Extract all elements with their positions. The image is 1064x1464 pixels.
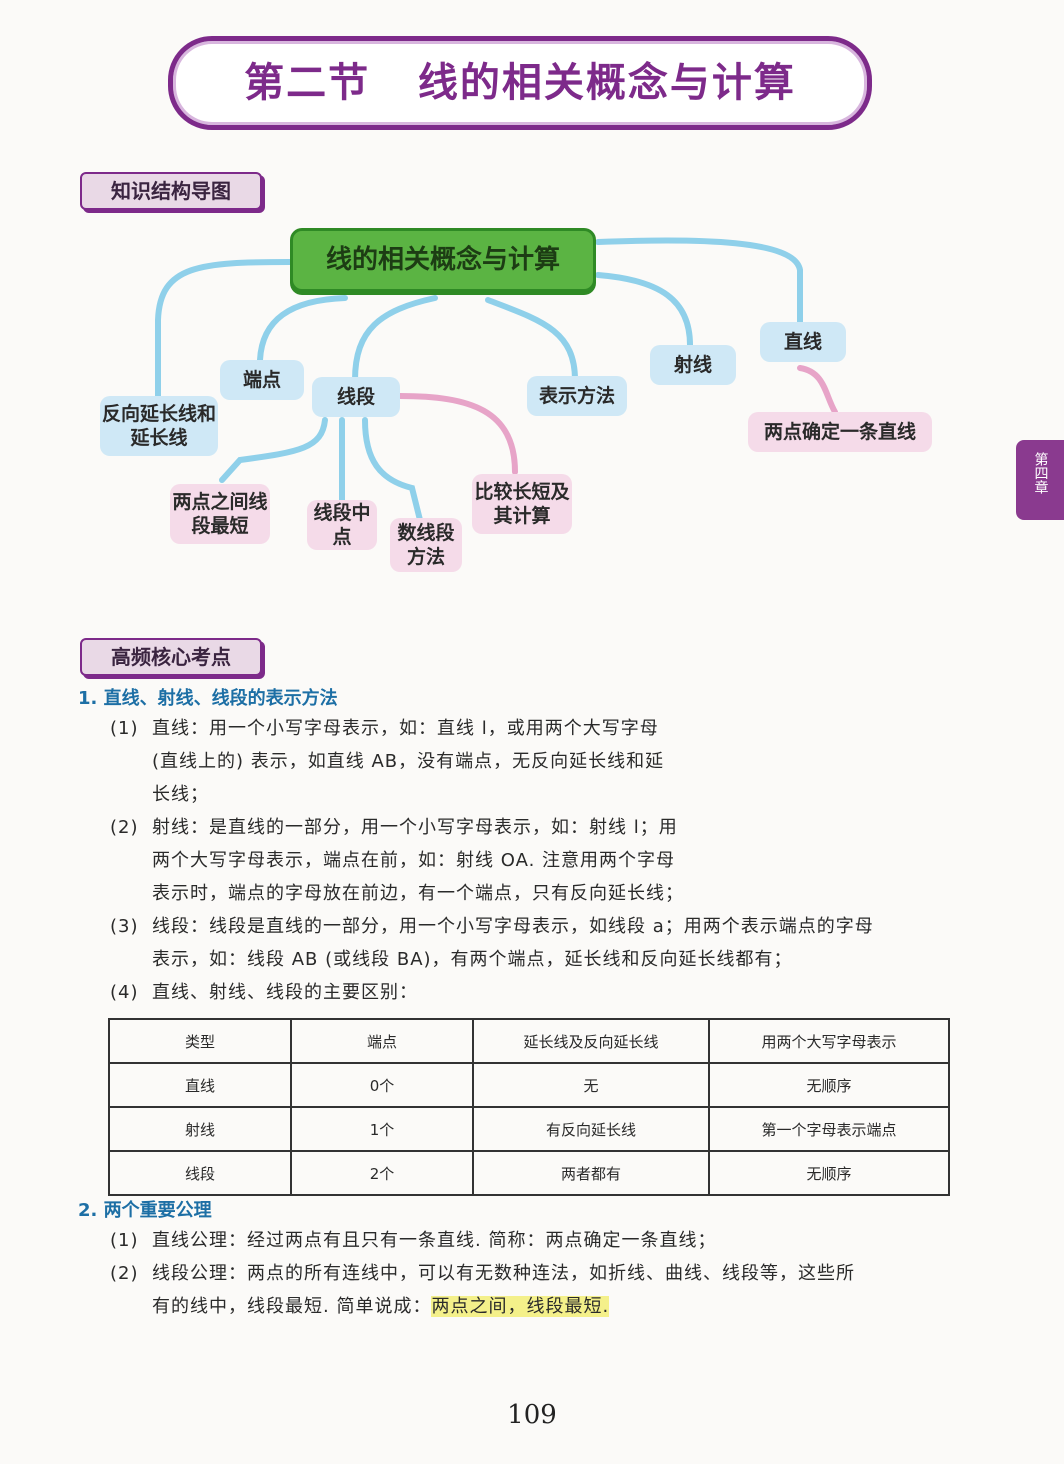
text-line: 直线公理：经过两点有且只有一条直线. 简称：两点确定一条直线；	[152, 1230, 717, 1251]
text-line: 直线：用一个小写字母表示，如：直线 l，或用两个大写字母	[152, 718, 659, 739]
text-line: 线段：线段是直线的一部分，用一个小写字母表示，如线段 a；用两个表示端点的字母	[152, 916, 874, 937]
page-number: 109	[507, 1400, 557, 1430]
table-cell: 无顺序	[708, 1062, 950, 1108]
title-banner	[168, 36, 872, 130]
node-midpoint: 线段中点	[307, 500, 377, 550]
point-1-1: (1) 直线：用一个小写字母表示，如：直线 l，或用两个大写字母 (直线上的) 表…	[110, 712, 950, 1009]
text-line: 线段公理：两点的所有连线中，可以有无数种连法，如折线、曲线、线段等，这些所	[152, 1263, 855, 1284]
table-cell: 无	[472, 1062, 710, 1108]
connector-line	[595, 237, 803, 325]
table-cell: 两者都有	[472, 1150, 710, 1196]
comparison-table: 类型 端点 延长线及反向延长线 用两个大写字母表示 直线 0个 无 无顺序 射线…	[108, 1018, 950, 1196]
node-notation: 表示方法	[527, 376, 627, 416]
table-cell: 直线	[108, 1062, 292, 1108]
text-line: 射线：是直线的一部分，用一个小写字母表示，如：射线 l；用	[152, 817, 678, 838]
section-tag-core: 高频核心考点	[80, 638, 262, 676]
connector-ray	[595, 272, 693, 348]
node-shortest: 两点之间线段最短	[170, 484, 270, 544]
connector-two-points-line	[797, 365, 838, 415]
chapter-side-tab: 第四章	[1016, 440, 1064, 520]
table-header-cell: 用两个大写字母表示	[708, 1018, 950, 1064]
item-number: (4)	[110, 982, 139, 1003]
table-header-row: 类型 端点 延长线及反向延长线 用两个大写字母表示	[108, 1018, 950, 1064]
text-line: 有的线中，线段最短. 简单说成：	[152, 1296, 432, 1317]
table-cell: 1个	[290, 1106, 474, 1152]
item-number: (3)	[110, 916, 139, 937]
page-title: 第二节 线的相关概念与计算	[244, 60, 796, 106]
node-line: 直线	[760, 322, 846, 362]
table-header-cell: 类型	[108, 1018, 292, 1064]
text-line: 长线；	[152, 784, 209, 805]
table-header-cell: 端点	[290, 1018, 474, 1064]
node-reverse-extension: 反向延长线和延长线	[100, 396, 218, 456]
node-compare: 比较长短及其计算	[472, 474, 572, 534]
connector-counting	[362, 417, 423, 523]
table-cell: 射线	[108, 1106, 292, 1152]
table-row: 射线 1个 有反向延长线 第一个字母表示端点	[108, 1106, 950, 1152]
table-row: 线段 2个 两者都有 无顺序	[108, 1150, 950, 1196]
node-segment: 线段	[312, 377, 400, 417]
text-line: 两个大写字母表示，端点在前，如：射线 OA. 注意用两个字母	[152, 850, 676, 871]
node-endpoint: 端点	[220, 360, 304, 400]
table-row: 直线 0个 无 无顺序	[108, 1062, 950, 1108]
table-cell: 0个	[290, 1062, 474, 1108]
connector-reverse-extension	[155, 259, 293, 403]
text-line: 直线、射线、线段的主要区别：	[152, 982, 418, 1003]
section-tag-map: 知识结构导图	[80, 172, 262, 210]
highlighted-text: 两点之间，线段最短.	[431, 1296, 610, 1317]
connector-notation	[485, 297, 578, 383]
point-2-items: (1) 直线公理：经过两点有且只有一条直线. 简称：两点确定一条直线； (2) 线段…	[110, 1224, 950, 1323]
item-number: (2)	[110, 817, 139, 838]
chapter-label: 第四章	[1032, 452, 1049, 494]
point-1-heading: 1. 直线、射线、线段的表示方法	[78, 688, 338, 709]
text-line: 表示时，端点的字母放在前边，有一个端点，只有反向延长线；	[152, 883, 684, 904]
table-cell: 无顺序	[708, 1150, 950, 1196]
connector-compare	[397, 393, 518, 475]
table-header-cell: 延长线及反向延长线	[472, 1018, 710, 1064]
table-cell: 有反向延长线	[472, 1106, 710, 1152]
item-number: (1)	[110, 718, 139, 739]
node-two-points-line: 两点确定一条直线	[748, 412, 932, 452]
table-cell: 第一个字母表示端点	[708, 1106, 950, 1152]
mindmap-connectors	[155, 237, 838, 523]
connector-segment	[352, 295, 438, 383]
text-line: 表示，如：线段 AB (或线段 BA)，有两个端点，延长线和反向延长线都有；	[152, 949, 793, 970]
point-2-heading: 2. 两个重要公理	[78, 1200, 212, 1221]
table-cell: 线段	[108, 1150, 292, 1196]
connector-shortest	[219, 417, 328, 483]
item-number: (2)	[110, 1263, 139, 1284]
table-cell: 2个	[290, 1150, 474, 1196]
connector-endpoint	[257, 295, 348, 363]
text-line: (直线上的) 表示，如直线 AB，没有端点，无反向延长线和延	[152, 751, 665, 772]
node-ray: 射线	[650, 345, 736, 385]
mindmap-root: 线的相关概念与计算	[290, 228, 596, 292]
item-number: (1)	[110, 1230, 139, 1251]
node-counting: 数线段方法	[390, 518, 462, 572]
